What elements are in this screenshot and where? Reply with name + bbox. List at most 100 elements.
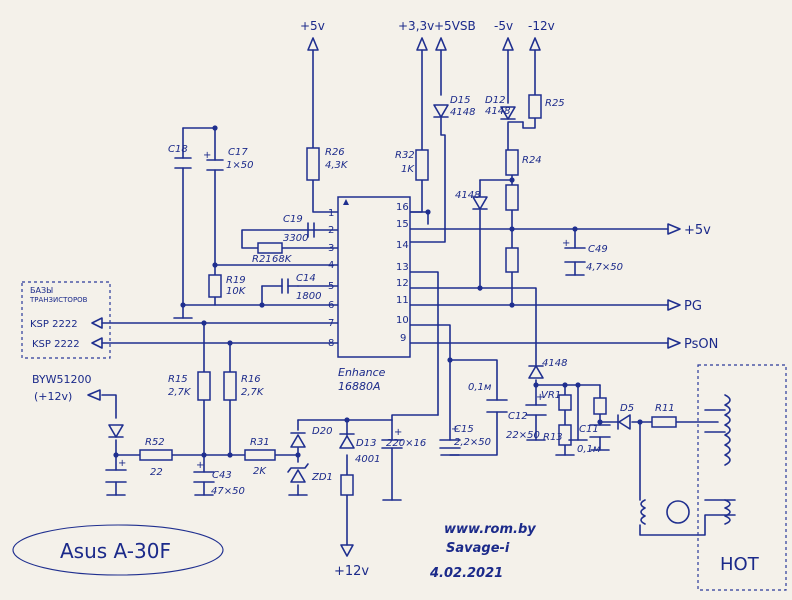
label-d5: D5 [620, 403, 634, 414]
label-d13-val: 4001 [355, 454, 380, 465]
input-label-ksp1: KSP 2222 [30, 319, 78, 330]
input-block: БАЗЫ ТРАНЗИСТОРОВ KSP 2222 KSP 2222 BYW5… [21, 281, 111, 403]
label-r25: R25 [545, 98, 565, 109]
supply-rails: +5v +3,3v +5VSB -5v -12v [300, 19, 555, 51]
footer-site: www.rom.by [444, 522, 536, 537]
input-label-byw: BYW51200 [32, 373, 92, 386]
ic-pin-11: 11 [396, 295, 409, 306]
ic-pin-5: 5 [328, 281, 334, 292]
label-vr1: VR1 [541, 390, 561, 401]
label-c15-val: 2,2×50 [454, 437, 491, 448]
diode-d20 [290, 432, 306, 448]
diode-byw51200 [108, 424, 124, 438]
label-c43: C43 [212, 470, 232, 481]
label-4148-b: 4148 [542, 358, 567, 369]
box-title-1: БАЗЫ [30, 286, 53, 295]
resistor-r16 [223, 371, 237, 401]
ic-pin-9: 9 [400, 333, 406, 344]
resistor-r52 [139, 449, 173, 461]
hot-label: HOT [720, 554, 760, 575]
label-r21: R21 [252, 254, 272, 265]
ic-pin-6: 6 [328, 300, 334, 311]
transformer-core [666, 500, 690, 524]
svg-text:+: + [451, 424, 459, 435]
label-c220: 220×16 [386, 438, 426, 449]
label-d15: D15 [450, 95, 470, 106]
label-c12-val: 22×50 [506, 430, 540, 441]
label-d20: D20 [312, 426, 332, 437]
ic-pin-2: 2 [328, 225, 334, 236]
label-r16: R16 [241, 374, 261, 385]
svg-text:+: + [562, 238, 570, 249]
rail-label-m5v: -5v [494, 19, 513, 33]
label-r26: R26 [325, 147, 345, 158]
resistor-r13 [558, 424, 572, 446]
label-r32-val: 1K [401, 164, 415, 175]
label-r15: R15 [168, 374, 188, 385]
diode-4148-a [472, 196, 488, 210]
output-arrows: +5v PG PsON +12v [334, 223, 718, 579]
output-arrow-p12v [340, 544, 354, 557]
resistor-r26 [306, 147, 320, 181]
input-label-byw-sub: (+12v) [34, 390, 72, 403]
ic-part: 16880A [338, 380, 381, 393]
ic-pin-10: 10 [396, 315, 409, 326]
ic-pin-1: 1 [328, 208, 334, 219]
box-title-2: ТРАНЗИСТОРОВ [29, 296, 88, 304]
ic-pin-16: 16 [396, 202, 409, 213]
capacitor-c49: + [562, 238, 586, 263]
label-zd1: ZD1 [311, 472, 333, 483]
input-arrow-byw [87, 389, 101, 401]
svg-text:+: + [118, 458, 126, 469]
ic-pin-13: 13 [396, 262, 409, 273]
label-r15-val: 2,7K [168, 387, 192, 398]
label-c14: C14 [296, 273, 316, 284]
resistor-r25 [528, 94, 542, 119]
label-4148-a: 4148 [455, 190, 480, 201]
label-c17-val: 1×50 [226, 160, 253, 171]
diode-d13 [339, 433, 355, 449]
label-c15-cap: 0,1м [468, 382, 492, 393]
output-label-pson: PsON [684, 337, 718, 352]
diode-d5 [617, 414, 631, 430]
rail-label-m12v: -12v [528, 19, 555, 33]
ic-16880a: 1 2 3 4 5 6 7 8 16 15 14 13 12 11 10 9 E… [328, 196, 411, 393]
capacitor-c18 [174, 157, 192, 169]
diode-4148-b [528, 365, 544, 379]
label-r24: R24 [522, 155, 542, 166]
rail-arrow-p5vsb [435, 37, 447, 51]
label-r21-val: 68K [272, 254, 293, 265]
capacitor-c14 [281, 278, 299, 294]
label-c15: C15 [454, 424, 474, 435]
label-r13: R13 [543, 432, 563, 443]
svg-text:+: + [394, 427, 402, 438]
label-d13: D13 [356, 438, 376, 449]
label-r31: R31 [250, 437, 270, 448]
label-r19-val: 10K [226, 286, 247, 297]
hot-box [697, 364, 787, 591]
grounds [106, 274, 610, 501]
label-c49: C49 [588, 244, 608, 255]
input-arrow-ksp2 [91, 337, 103, 349]
rail-label-p5v: +5v [300, 19, 325, 33]
label-r52: R52 [145, 437, 165, 448]
label-c14-val: 1800 [296, 291, 321, 302]
rail-arrow-m5v [502, 37, 514, 51]
capacitor-c19 [307, 222, 315, 238]
resistor-r24 [505, 149, 519, 176]
capacitor-220x16: + [381, 427, 403, 449]
output-arrow-p5v [667, 223, 681, 235]
label-c11: C11 [579, 424, 599, 435]
rail-arrow-p33v [416, 37, 428, 51]
input-label-ksp2: KSP 2222 [32, 339, 80, 350]
resistors [139, 94, 677, 496]
label-c12: C12 [508, 411, 528, 422]
label-d12-val: 4148 [485, 106, 510, 117]
label-d12: D12 [485, 95, 505, 106]
diode-zd1 [287, 463, 309, 483]
rail-arrow-m12v [529, 37, 541, 51]
svg-text:+: + [196, 460, 204, 471]
output-arrow-pson [667, 337, 681, 349]
rail-label-p33v: +3,3v [398, 19, 434, 33]
